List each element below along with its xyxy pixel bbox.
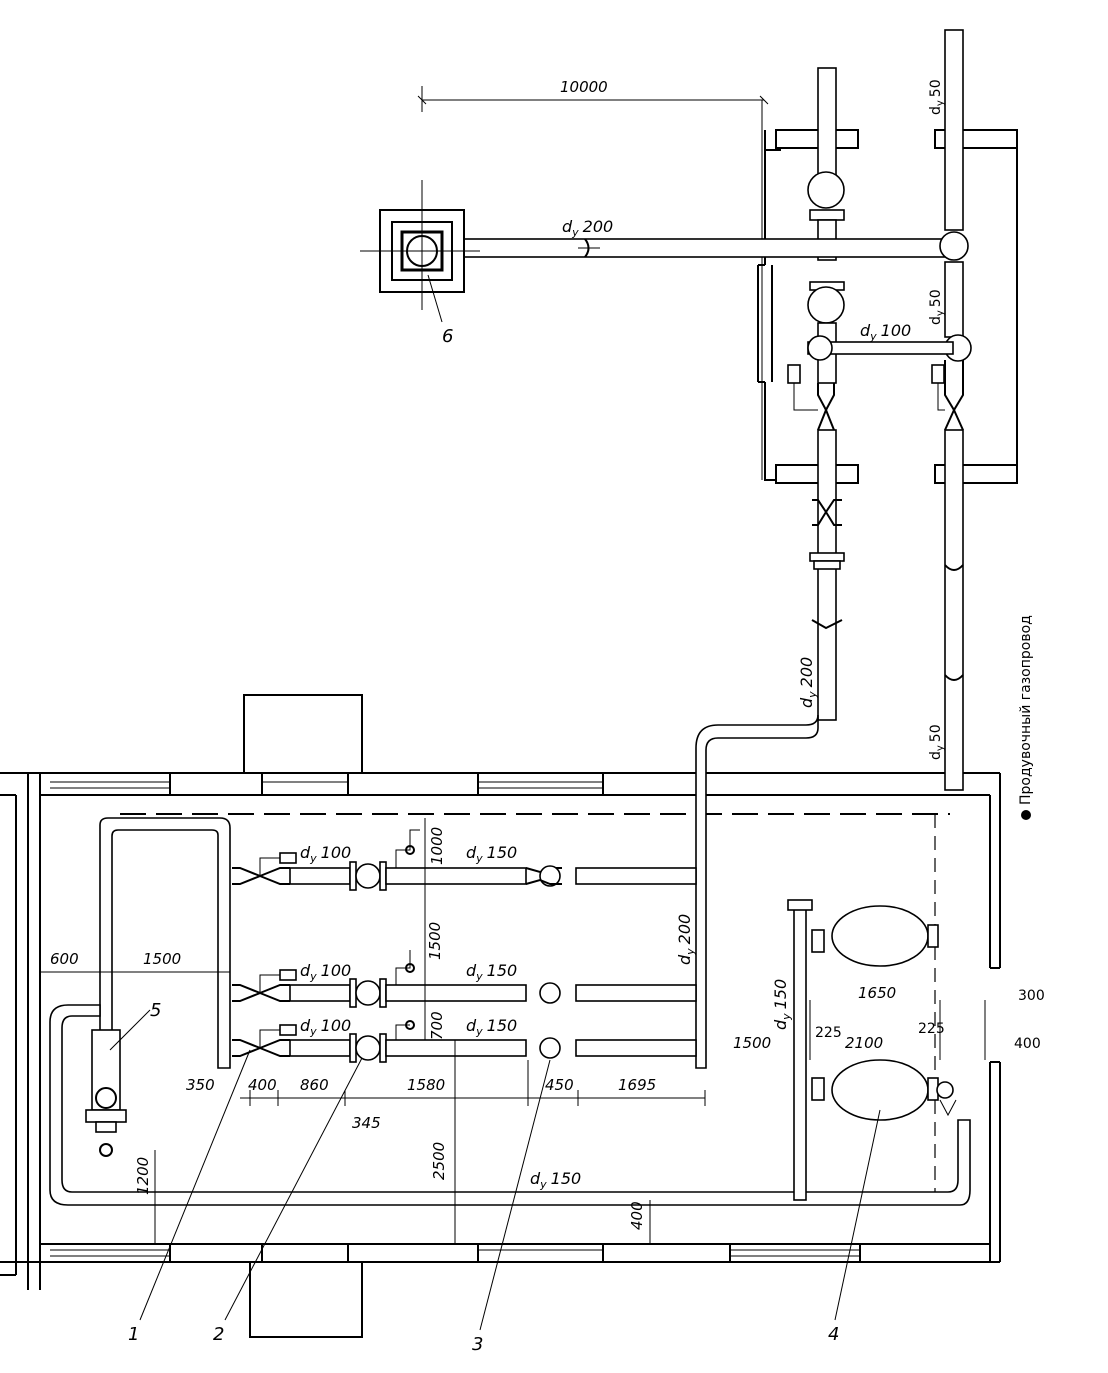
window-top-2 (347, 772, 479, 796)
window-top-3 (602, 772, 704, 796)
dim-225a: 225 (815, 1025, 842, 1041)
pipe-size-dy150-vertical: dy150 (771, 979, 793, 1030)
dim-1695: 1695 (618, 1076, 656, 1094)
dim-450: 450 (545, 1076, 574, 1094)
dim-1000: 1000 (428, 827, 446, 865)
callout-1: 1 (128, 1324, 139, 1345)
dimension-10000 (417, 86, 769, 112)
building-walls (0, 694, 1001, 1338)
purge-marker-dot (1021, 810, 1031, 820)
dim-1200: 1200 (134, 1157, 152, 1195)
pipe-size-dy50-a: dy50 (928, 79, 946, 115)
callout-3: 3 (472, 1334, 483, 1355)
callout-5: 5 (150, 1000, 161, 1021)
dim-1650: 1650 (858, 984, 896, 1002)
pipe-size-dy200-riser: dy200 (797, 657, 819, 708)
callout-2: 2 (213, 1324, 224, 1345)
dim-1500-vertical: 1500 (426, 922, 444, 960)
window-bottom-1 (169, 1243, 263, 1263)
window-bottom-3 (602, 1243, 731, 1263)
dim-600: 600 (50, 950, 79, 968)
dim-350: 350 (186, 1076, 215, 1094)
burner-line-3 (232, 1020, 697, 1063)
window-bottom-4 (859, 1243, 991, 1263)
dim-300: 300 (1018, 988, 1045, 1004)
dim-345: 345 (352, 1114, 381, 1132)
dimension-lines (40, 818, 986, 1244)
window-bottom-2 (347, 1243, 479, 1263)
dim-1580: 1580 (407, 1076, 445, 1094)
labels: 10000 1000 1500 700 600 1500 350 400 860… (50, 78, 1045, 1355)
dim-400a: 400 (248, 1076, 277, 1094)
purge-gas-pipeline-label: Продувочный газопровод (1018, 615, 1034, 805)
dim-10000: 10000 (560, 78, 608, 96)
chimney-6 (360, 180, 480, 323)
callout-6: 6 (442, 326, 453, 347)
pipe-size-dy50-c: dy50 (928, 724, 946, 760)
dim-1500-right: 1500 (733, 1034, 771, 1052)
pipe-size-dy50-b: dy50 (928, 289, 946, 325)
burner-line-1 (232, 829, 697, 891)
dim-2500: 2500 (430, 1142, 448, 1180)
dim-2100: 2100 (845, 1034, 883, 1052)
callout-4: 4 (828, 1324, 839, 1345)
window-top-1 (169, 772, 263, 796)
dim-225b: 225 (918, 1021, 945, 1037)
callout-leaders (139, 1049, 881, 1331)
dim-860: 860 (300, 1076, 329, 1094)
burner-line-2 (232, 950, 697, 1008)
dim-1500-horizontal: 1500 (143, 950, 181, 968)
dim-700: 700 (428, 1011, 446, 1040)
interior-piping (49, 714, 971, 1206)
pipe-size-dy200-vertical: dy200 (675, 914, 697, 965)
dim-400c: 400 (1014, 1036, 1041, 1052)
dim-400b: 400 (628, 1201, 646, 1230)
gas-control-unit (463, 29, 1018, 791)
